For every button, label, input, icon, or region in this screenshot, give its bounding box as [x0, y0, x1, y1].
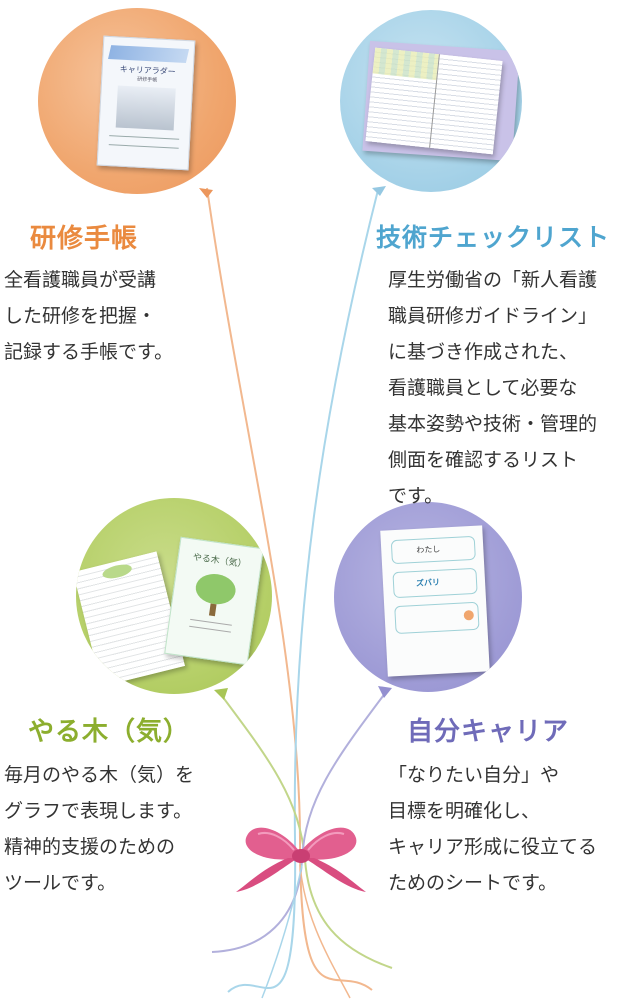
career-sheet-label-watashi: わたし — [416, 544, 441, 555]
desc-line: した研修を把握・ — [4, 305, 157, 327]
ribbon-bow-icon — [236, 827, 366, 892]
desc-line: 側面を確認するリスト — [388, 449, 579, 471]
yaruki-cover-sheet-image: やる木（気） — [164, 536, 264, 666]
balloon-knot-orange — [199, 188, 213, 198]
yaruki-title: やる木（気） — [28, 717, 191, 747]
desc-line: 看護職員として必要な — [388, 377, 578, 399]
string-green — [221, 695, 393, 969]
string-orange — [206, 187, 373, 991]
kenshu-techo-title: 研修手帳 — [30, 224, 139, 254]
desc-line: 全看護職員が受講 — [4, 269, 157, 291]
checklist-sheet-image — [365, 47, 503, 155]
yaruki-cover-title: やる木（気） — [192, 552, 248, 571]
desc-line: 厚生労働省の「新人看護 — [388, 269, 598, 291]
career-sheet-image: わたし ズバリ — [380, 525, 490, 677]
desc-line: 記録する手帳です。 — [4, 341, 174, 363]
balloon-knot-purple — [378, 686, 392, 698]
string-extra-1 — [299, 864, 351, 999]
desc-line: 基本姿勢や技術・管理的 — [388, 413, 598, 435]
desc-line: 職員研修ガイドライン」 — [388, 305, 598, 327]
desc-line: ためのシートです。 — [388, 872, 558, 894]
desc-line: 精神的支援のための — [4, 836, 176, 858]
desc-line: に基づき作成された、 — [388, 341, 579, 363]
jibun-career-description: 「なりたい自分」や 目標を明確化し、 キャリア形成に役立てる ためのシートです。 — [388, 757, 597, 901]
gijutsu-checklist-description: 厚生労働省の「新人看護 職員研修ガイドライン」 に基づき作成された、 看護職員と… — [388, 262, 597, 514]
desc-line: です。 — [388, 485, 444, 507]
techo-booklet-image: キャリアラダー 研修手帳 — [96, 35, 196, 171]
desc-line: ツールです。 — [4, 872, 117, 894]
jibun-career-title: 自分キャリア — [407, 717, 570, 747]
balloon-kenshu-techo: キャリアラダー 研修手帳 — [38, 8, 236, 194]
balloon-yaruki: やる木（気） — [76, 498, 272, 694]
balloon-gijutsu-checklist — [340, 10, 522, 192]
string-blue — [227, 189, 379, 993]
balloon-knot-blue — [372, 186, 386, 196]
gijutsu-checklist-title: 技術チェックリスト — [376, 223, 611, 252]
desc-line: 目標を明確化し、 — [388, 800, 541, 822]
desc-line: 「なりたい自分」や — [388, 764, 560, 786]
career-sheet-label-zubari: ズバリ — [415, 577, 441, 588]
balloon-jibun-career: わたし ズバリ — [334, 502, 522, 692]
desc-line: 毎月のやる木（気）を — [4, 764, 195, 786]
string-extra-2 — [261, 864, 303, 999]
desc-line: グラフで表現します。 — [4, 800, 193, 822]
kenshu-techo-description: 全看護職員が受講 した研修を把握・ 記録する手帳です。 — [4, 262, 173, 370]
desc-line: キャリア形成に役立てる — [388, 836, 598, 858]
balloon-knot-green — [214, 688, 228, 700]
yaruki-description: 毎月のやる木（気）を グラフで表現します。 精神的支援のための ツールです。 — [4, 757, 194, 901]
